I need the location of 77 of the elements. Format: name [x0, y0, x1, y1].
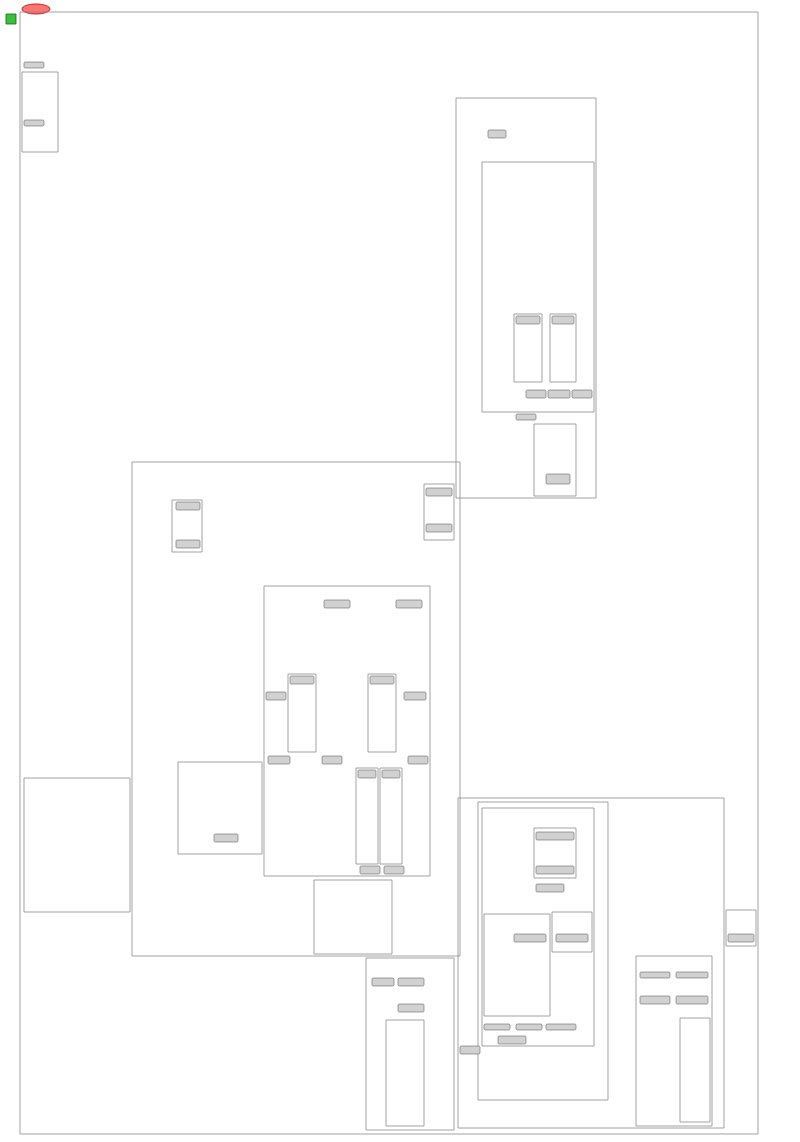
cluster-frame [549, 313, 577, 383]
cluster-frame [725, 909, 757, 947]
process-box [513, 933, 547, 943]
process-box [547, 389, 571, 399]
cluster-frame [551, 911, 593, 953]
process-box [571, 389, 593, 399]
process-box [515, 413, 537, 421]
cluster-frame [481, 161, 595, 413]
process-box [175, 501, 201, 511]
square-box [5, 13, 17, 25]
process-box [267, 755, 291, 765]
process-box [551, 315, 575, 325]
cluster-frame [455, 97, 597, 499]
process-box [23, 61, 45, 69]
process-box [357, 769, 377, 779]
cluster-frame [483, 913, 551, 1017]
process-box [397, 977, 425, 987]
process-box [487, 129, 507, 139]
process-box [369, 675, 395, 685]
cluster-frame [19, 11, 759, 1135]
process-box [397, 1003, 425, 1013]
process-box [535, 865, 575, 875]
process-box [535, 831, 575, 841]
process-box [395, 599, 423, 609]
process-box [359, 865, 381, 875]
process-box [383, 865, 405, 875]
cluster-frame [131, 461, 461, 957]
process-box [425, 523, 453, 533]
cluster-frame [365, 957, 455, 1131]
process-box [555, 933, 589, 943]
cluster-frame [513, 313, 543, 383]
cluster-frame [177, 761, 263, 855]
cluster-frame [287, 673, 317, 753]
process-box [639, 971, 671, 979]
process-box [371, 977, 395, 987]
process-box [213, 833, 239, 843]
process-box [497, 1035, 527, 1045]
process-box [321, 755, 343, 765]
process-box [639, 995, 671, 1005]
cluster-frame [263, 585, 431, 877]
cluster-frame [385, 1019, 425, 1127]
process-box [515, 315, 541, 325]
process-box [535, 883, 565, 893]
process-box [515, 1023, 543, 1031]
cluster-frame [533, 827, 577, 879]
cluster-frame [635, 955, 713, 1127]
cluster-frame [367, 673, 397, 753]
process-box [23, 119, 45, 127]
cluster-frame [477, 801, 609, 1101]
process-box [727, 933, 755, 943]
process-box [675, 995, 709, 1005]
cluster-frame [23, 777, 131, 913]
process-box [525, 389, 547, 399]
process-box [483, 1023, 511, 1031]
cluster-frame [679, 1017, 711, 1123]
start-oval [21, 3, 51, 15]
process-box [675, 971, 709, 979]
cluster-frame [423, 483, 455, 541]
process-box [459, 1045, 481, 1055]
cluster-frame [313, 879, 393, 955]
process-box [265, 691, 287, 701]
cluster-frame [355, 767, 379, 865]
cluster-frame [533, 423, 577, 497]
process-box [545, 1023, 577, 1031]
process-box [323, 599, 351, 609]
cluster-frame [21, 71, 59, 153]
process-box [425, 487, 453, 497]
process-box [407, 755, 429, 765]
process-box [175, 539, 201, 549]
process-box [545, 473, 571, 485]
cluster-frame [171, 499, 203, 553]
cluster-frame [457, 797, 725, 1129]
cluster-frame [481, 807, 595, 1047]
process-box [403, 691, 427, 701]
cluster-frame [379, 767, 403, 865]
process-box [381, 769, 401, 779]
process-box [289, 675, 315, 685]
